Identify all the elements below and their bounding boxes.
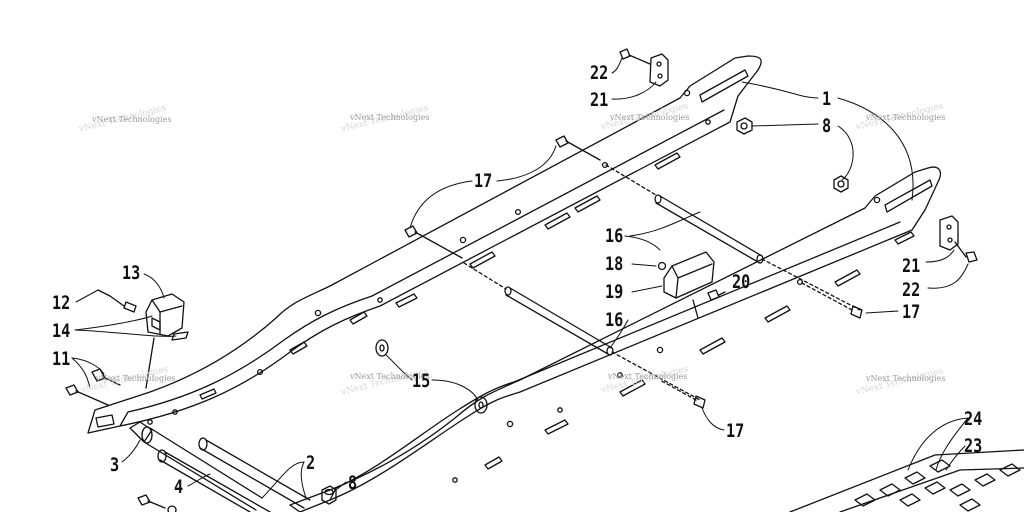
callout-8: 8 — [348, 472, 358, 494]
callout-24: 24 — [964, 408, 983, 430]
bumper-13 — [97, 289, 189, 389]
watermark: vNext Technologies — [92, 115, 172, 124]
rail-tip-detail — [95, 414, 115, 428]
watermark: vNext Technologies — [610, 113, 690, 122]
watermark: vNext Technologies — [866, 113, 946, 122]
bolt-22-top — [619, 48, 651, 65]
bolt-7 — [137, 494, 177, 512]
right-rail-holes — [452, 196, 881, 483]
callout-17: 17 — [474, 170, 493, 192]
cross-shaft-upper — [605, 164, 861, 311]
callout-4: 4 — [174, 476, 184, 498]
callout-1: 1 — [822, 88, 832, 110]
bolt-17-right — [799, 281, 863, 319]
left-slide-rail — [87, 55, 762, 434]
watermark: vNext Technologies — [350, 372, 430, 381]
washer-15-right — [474, 396, 488, 414]
watermark: vNext Technologies — [608, 372, 688, 381]
right-rail-slots — [484, 231, 915, 470]
track-segment — [789, 449, 1024, 512]
bracket-21-right — [939, 215, 959, 251]
leader-lines — [71, 57, 969, 499]
callout-14: 14 — [52, 320, 71, 342]
right-slide-rail — [289, 166, 942, 512]
watermark: vNext Technologies — [96, 374, 176, 383]
callout-8: 8 — [822, 115, 832, 137]
bolt-11 — [65, 368, 121, 406]
bolt-22-right — [954, 241, 978, 263]
nut-8-top — [736, 117, 753, 135]
watermark: vNext Technologies — [866, 374, 946, 383]
callout-16: 16 — [605, 309, 624, 331]
callout-11: 11 — [52, 348, 71, 370]
bolt-17-top — [555, 135, 601, 161]
bolt-20 — [718, 291, 726, 296]
callout-22: 22 — [590, 62, 609, 84]
pin-12 — [97, 289, 125, 307]
stopper-block-19 — [657, 251, 726, 319]
bracket-21-top — [649, 53, 669, 87]
bolt-17-bottom — [659, 379, 706, 409]
callout-17: 17 — [726, 420, 745, 442]
callout-15: 15 — [412, 370, 431, 392]
cross-shaft-lower — [463, 262, 701, 401]
nut-8-right — [833, 175, 849, 193]
callout-12: 12 — [52, 292, 71, 314]
callout-20: 20 — [732, 271, 751, 293]
callout-21: 21 — [590, 89, 609, 111]
callout-16: 16 — [605, 225, 624, 247]
callout-21: 21 — [902, 255, 921, 277]
left-rail-slots — [199, 152, 681, 400]
callout-13: 13 — [122, 262, 141, 284]
watermark: vNext Technologies — [350, 113, 430, 122]
nut-18 — [657, 261, 667, 271]
callout-2: 2 — [306, 452, 316, 474]
rear-axle-set — [129, 421, 311, 512]
callout-22: 22 — [902, 279, 921, 301]
callout-23: 23 — [964, 435, 983, 457]
nut-8-bottom — [321, 485, 337, 505]
washer-15-left — [375, 339, 389, 357]
callout-3: 3 — [110, 454, 120, 476]
left-rail-holes — [147, 89, 711, 425]
callout-18: 18 — [605, 253, 624, 275]
callout-17: 17 — [902, 301, 921, 323]
callout-19: 19 — [605, 281, 624, 303]
